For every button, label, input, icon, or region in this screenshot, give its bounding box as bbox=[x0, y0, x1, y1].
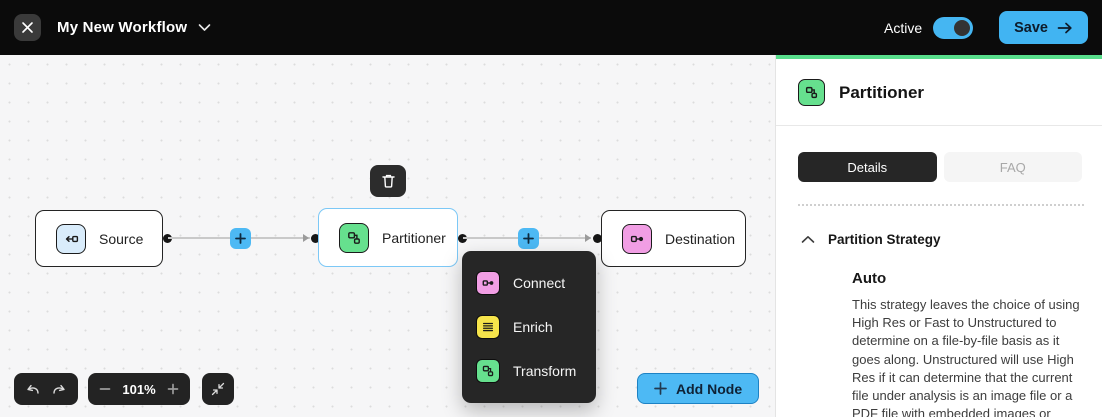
enrich-icon bbox=[476, 315, 500, 339]
chevron-up-icon bbox=[801, 235, 815, 244]
partition-strategy-section: Partition Strategy Auto This strategy le… bbox=[776, 206, 1102, 417]
menu-item-transform[interactable]: Transform bbox=[462, 349, 596, 393]
strategy-name: Auto bbox=[852, 270, 887, 287]
close-button[interactable] bbox=[14, 14, 41, 41]
edge-handle[interactable] bbox=[458, 234, 467, 243]
section-title: Partition Strategy bbox=[828, 232, 941, 247]
node-label: Source bbox=[99, 230, 144, 247]
active-label: Active bbox=[884, 19, 923, 36]
tab-details[interactable]: Details bbox=[798, 152, 937, 182]
active-toggle[interactable] bbox=[933, 16, 974, 39]
arrow-right-icon bbox=[1057, 22, 1073, 34]
tab-faq[interactable]: FAQ bbox=[943, 152, 1082, 182]
save-button[interactable]: Save bbox=[999, 11, 1088, 44]
plus-icon bbox=[235, 233, 246, 244]
divider bbox=[798, 204, 1084, 206]
fit-view-control bbox=[202, 373, 234, 405]
section-body: Auto This strategy leaves the choice of … bbox=[852, 270, 1082, 417]
zoom-controls: 101% bbox=[88, 373, 190, 405]
menu-item-enrich[interactable]: Enrich bbox=[462, 305, 596, 349]
panel-accent-bar bbox=[776, 55, 1102, 59]
edge-add-node-button[interactable] bbox=[518, 228, 539, 249]
menu-item-label: Transform bbox=[513, 363, 577, 379]
node-source[interactable]: Source bbox=[35, 210, 163, 267]
fit-view-button[interactable] bbox=[211, 382, 225, 396]
workflow-title-dropdown[interactable] bbox=[198, 23, 211, 32]
menu-item-label: Enrich bbox=[513, 319, 553, 335]
collapse-icon bbox=[211, 382, 225, 396]
node-label: Destination bbox=[665, 230, 736, 247]
menu-item-label: Connect bbox=[513, 275, 566, 291]
undo-redo-controls bbox=[14, 373, 78, 405]
save-button-label: Save bbox=[1014, 19, 1048, 36]
plus-icon bbox=[523, 233, 534, 244]
add-node-label: Add Node bbox=[676, 380, 743, 397]
zoom-level: 101% bbox=[122, 381, 156, 397]
edge-handle[interactable] bbox=[311, 234, 320, 243]
undo-button[interactable] bbox=[24, 382, 41, 396]
transform-icon bbox=[476, 359, 500, 383]
section-header[interactable]: Partition Strategy bbox=[801, 232, 1082, 247]
edge-handle[interactable] bbox=[593, 234, 602, 243]
toggle-knob bbox=[954, 19, 971, 36]
top-bar: My New Workflow Active Save bbox=[0, 0, 1102, 55]
connect-icon bbox=[476, 271, 500, 295]
edge-handle[interactable] bbox=[163, 234, 172, 243]
workflow-title: My New Workflow bbox=[57, 19, 188, 36]
plus-icon bbox=[654, 382, 667, 395]
node-details-panel: Partitioner Details FAQ Partition Strate… bbox=[775, 55, 1102, 417]
chevron-down-icon bbox=[198, 23, 211, 32]
panel-tabs: Details FAQ bbox=[776, 126, 1102, 182]
partitioner-icon bbox=[339, 222, 369, 253]
edge-add-node-button[interactable] bbox=[230, 228, 251, 249]
zoom-out-button[interactable] bbox=[99, 383, 111, 395]
destination-icon bbox=[622, 223, 652, 254]
workflow-canvas[interactable]: Source Partitioner Destination Connect bbox=[0, 55, 775, 417]
node-destination[interactable]: Destination bbox=[601, 210, 746, 267]
strategy-description: This strategy leaves the choice of using… bbox=[852, 297, 1080, 417]
node-partitioner[interactable]: Partitioner bbox=[318, 208, 458, 267]
trash-icon bbox=[381, 173, 396, 189]
panel-header: Partitioner bbox=[776, 59, 1102, 126]
minus-icon bbox=[99, 383, 111, 395]
redo-icon bbox=[51, 382, 68, 396]
delete-node-button[interactable] bbox=[370, 165, 406, 197]
panel-title: Partitioner bbox=[839, 82, 925, 102]
zoom-in-button[interactable] bbox=[167, 383, 179, 395]
add-node-button[interactable]: Add Node bbox=[637, 373, 760, 404]
close-icon bbox=[21, 21, 34, 34]
plus-icon bbox=[167, 383, 179, 395]
undo-icon bbox=[24, 382, 41, 396]
source-icon bbox=[56, 223, 86, 254]
add-node-menu: Connect Enrich Transform bbox=[462, 251, 596, 403]
edge-arrowhead bbox=[585, 234, 591, 242]
redo-button[interactable] bbox=[51, 382, 68, 396]
node-label: Partitioner bbox=[382, 229, 446, 246]
partitioner-icon bbox=[798, 79, 825, 106]
edge-arrowhead bbox=[303, 234, 309, 242]
menu-item-connect[interactable]: Connect bbox=[462, 261, 596, 305]
